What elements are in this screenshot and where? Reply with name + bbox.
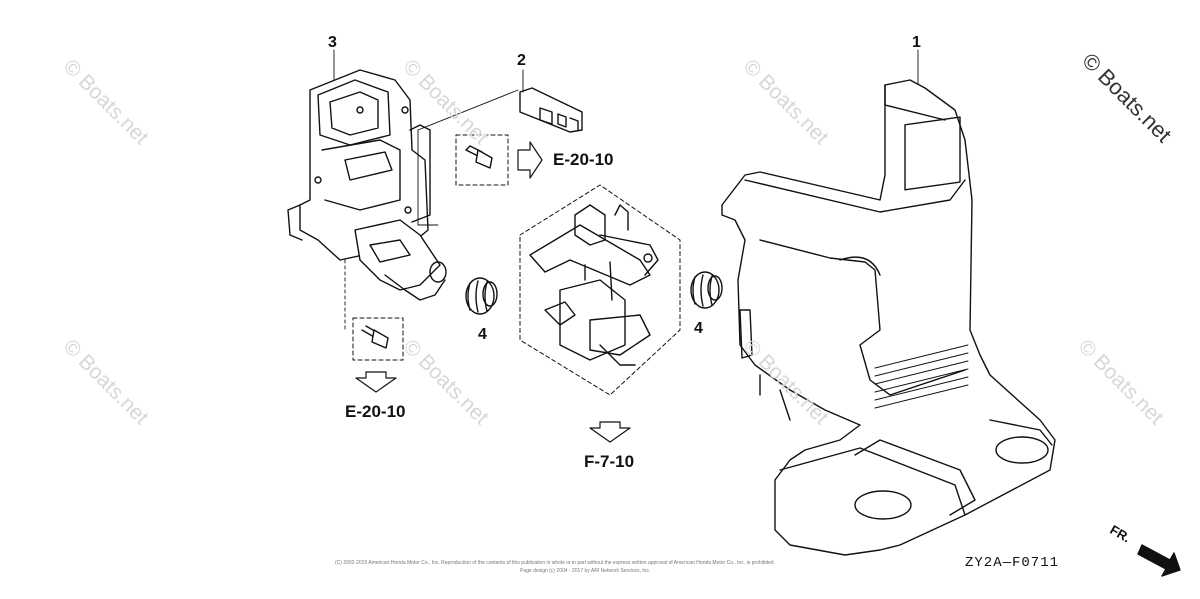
- center-bracket-assembly: [529, 204, 659, 366]
- diagram-code: ZY2A—F0711: [965, 555, 1060, 571]
- callout-part-4-left: 4: [478, 326, 487, 343]
- screw-lower: [361, 325, 389, 349]
- bracket-part-3: [287, 69, 447, 301]
- callout-part-4-right: 4: [694, 320, 703, 337]
- callout-part-2: 2: [517, 52, 526, 69]
- arrow-down-icon-center: [589, 421, 631, 443]
- callout-part-3: 3: [328, 34, 337, 51]
- arrow-right-icon: [517, 141, 543, 179]
- grommet-right: [690, 271, 723, 309]
- arrow-down-icon: [355, 371, 397, 393]
- copyright-line-1: (C) 2002-2015 American Honda Motor Co., …: [335, 560, 775, 566]
- grommet-left: [465, 277, 498, 315]
- screw-upper: [465, 145, 493, 169]
- copyright-line-2: Page design (c) 2004 - 2017 by ARI Netwo…: [520, 568, 651, 574]
- cover-part-1: [721, 79, 1056, 556]
- front-direction-arrow: [1137, 544, 1181, 577]
- clip-part-2: [519, 87, 583, 133]
- reference-upper[interactable]: E-20-10: [553, 150, 614, 169]
- callout-part-1: 1: [912, 34, 921, 51]
- reference-center[interactable]: F-7-10: [584, 452, 635, 471]
- reference-lower[interactable]: E-20-10: [345, 402, 406, 421]
